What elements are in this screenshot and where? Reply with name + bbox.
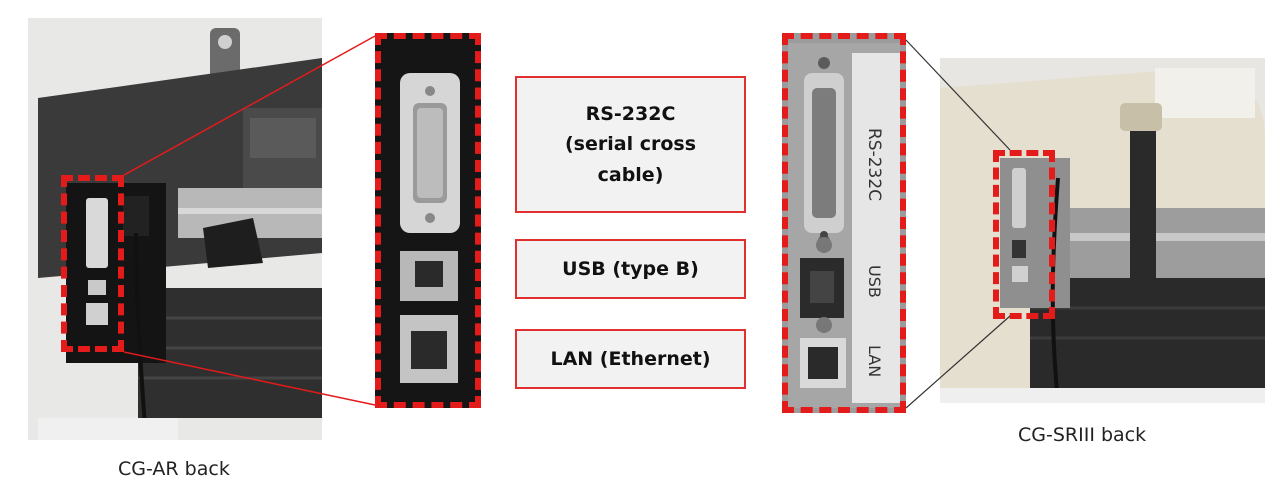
cg-sriii-back-photo (940, 58, 1265, 403)
caption-cg-ar-back: CG-AR back (118, 458, 230, 480)
rs232c-label-line-2: (serial cross (564, 133, 696, 156)
cg-ar-port-highlight (61, 175, 124, 352)
cg-ar-ports-zoom-photo (375, 33, 481, 408)
lan-label: LAN (Ethernet) (550, 347, 711, 370)
rs232c-label-line-3: cable) (597, 163, 664, 186)
caption-cg-sriii-back: CG-SRIII back (1018, 424, 1147, 446)
rs232c-label-line-1: RS-232C (585, 102, 676, 125)
usb-label-box: USB (type B) (515, 239, 746, 299)
rs232c-label-box: RS-232C (serial cross cable) (515, 76, 746, 213)
lan-label-box: LAN (Ethernet) (515, 329, 746, 389)
cg-sriii-zoom-frame (782, 33, 906, 413)
cg-sriii-port-highlight (993, 150, 1055, 319)
cg-ar-zoom-frame (375, 33, 481, 408)
usb-label: USB (type B) (562, 257, 699, 280)
cg-sriii-ports-zoom-photo: RS-232C USB LAN (782, 33, 906, 413)
